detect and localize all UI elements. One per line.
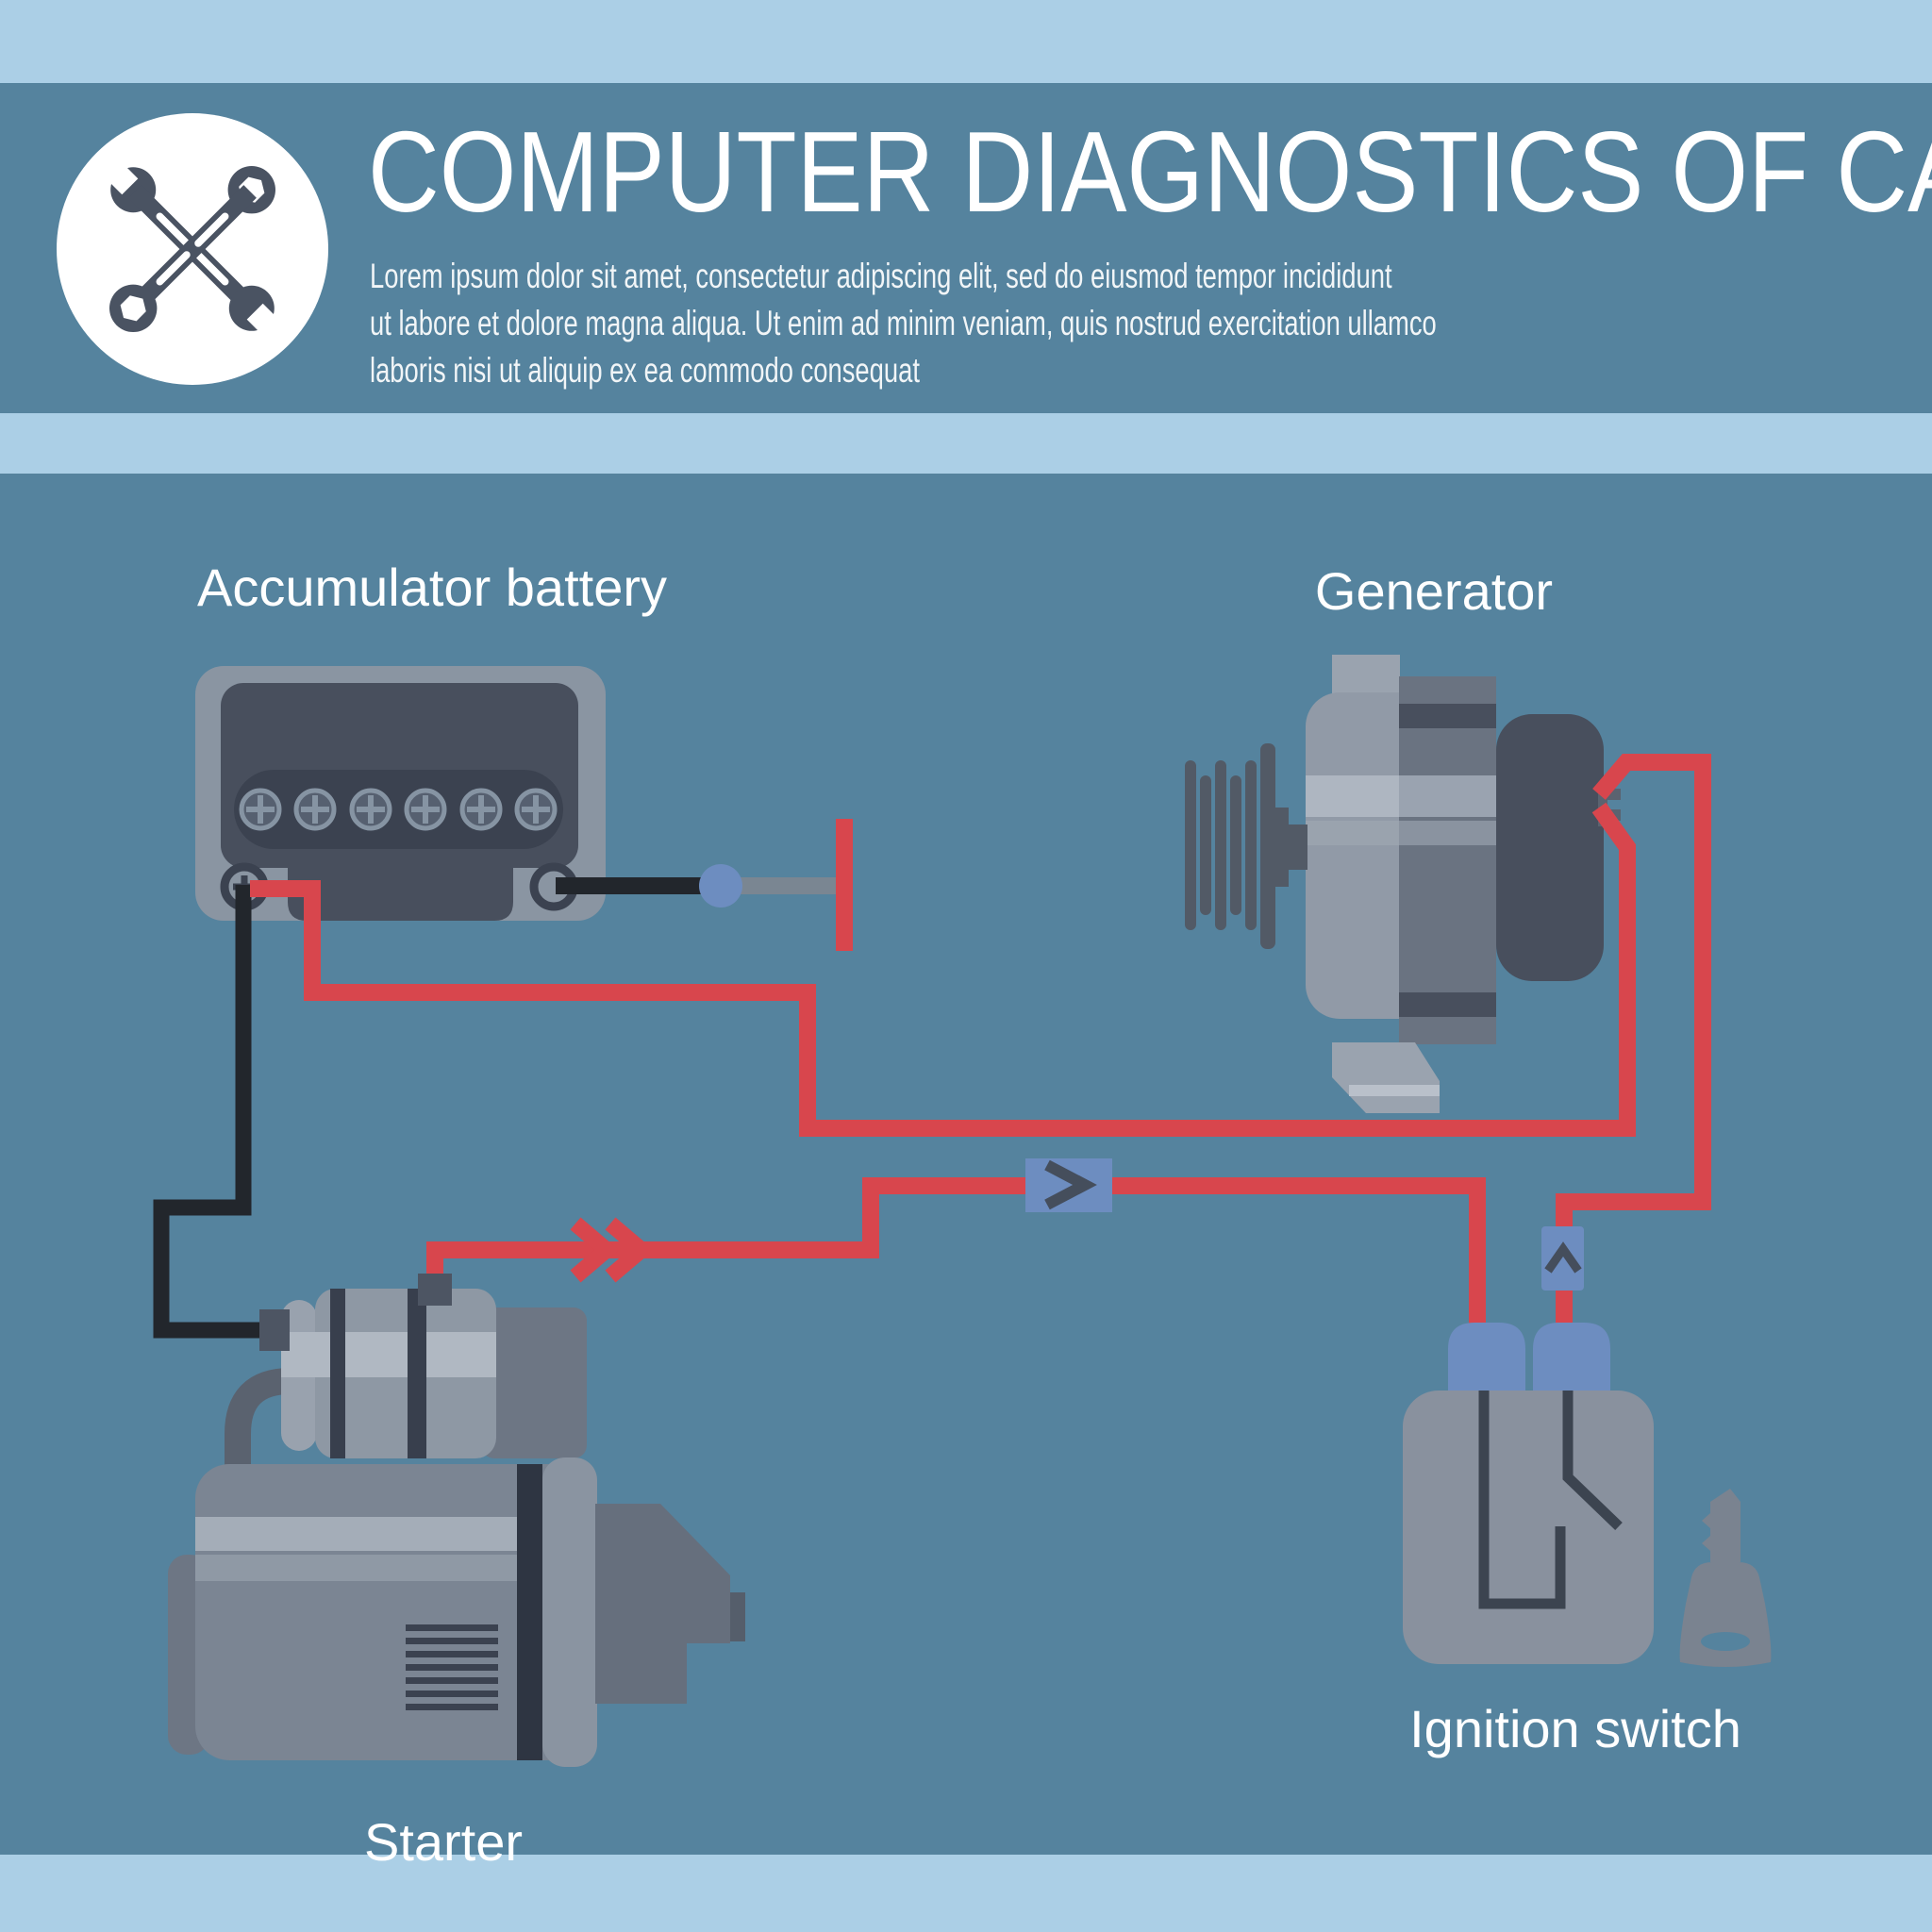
ignition-key-icon	[1679, 1489, 1772, 1667]
ground-wire-battery-to-starter	[153, 885, 275, 1339]
page-title: COMPUTER DIAGNOSTICS OF CARS	[368, 108, 1932, 236]
test-probe-icon	[556, 819, 853, 951]
generator-illustration	[1185, 655, 1621, 1113]
fuse-connector-icon	[1541, 1226, 1584, 1291]
positive-wire-starter-to-ignition	[426, 1177, 1486, 1324]
ignition-terminal-right	[1533, 1323, 1610, 1392]
inline-connector-icon	[1025, 1158, 1112, 1212]
intro-text-line2: ut labore et dolore magna aliqua. Ut eni…	[370, 304, 1437, 342]
label-ignition-switch: Ignition switch	[1409, 1699, 1741, 1758]
bottom-stripe	[0, 1855, 1932, 1932]
switch-contact-symbol	[1478, 1391, 1623, 1609]
middle-stripe	[0, 413, 1932, 474]
wiring-harness	[153, 754, 1711, 1339]
solenoid-positive-lug	[418, 1274, 452, 1306]
starter-illustration	[168, 1274, 745, 1767]
positive-wire-generator-to-ignition	[1556, 754, 1711, 1324]
label-starter: Starter	[363, 1812, 524, 1872]
battery-illustration	[195, 666, 606, 921]
logo-badge	[57, 113, 328, 385]
starter-ground-lug	[259, 1309, 290, 1351]
flow-arrow-icon	[570, 1217, 655, 1283]
ignition-switch-illustration	[1403, 1323, 1772, 1667]
ignition-terminal-left	[1448, 1323, 1525, 1392]
intro-text: Lorem ipsum dolor sit amet, consectetur …	[370, 253, 1437, 394]
crossed-wrenches-icon	[101, 158, 284, 341]
positive-wire-battery-to-generator	[250, 802, 1636, 1137]
label-generator: Generator	[1314, 561, 1554, 621]
label-accumulator-battery: Accumulator battery	[197, 558, 667, 617]
top-stripe	[0, 0, 1932, 83]
intro-text-line3: laboris nisi ut aliquip ex ea commodo co…	[370, 351, 920, 390]
intro-text-line1: Lorem ipsum dolor sit amet, consectetur …	[370, 257, 1392, 295]
battery-cell-caps	[239, 788, 558, 831]
starter-vent-grille	[406, 1624, 498, 1710]
